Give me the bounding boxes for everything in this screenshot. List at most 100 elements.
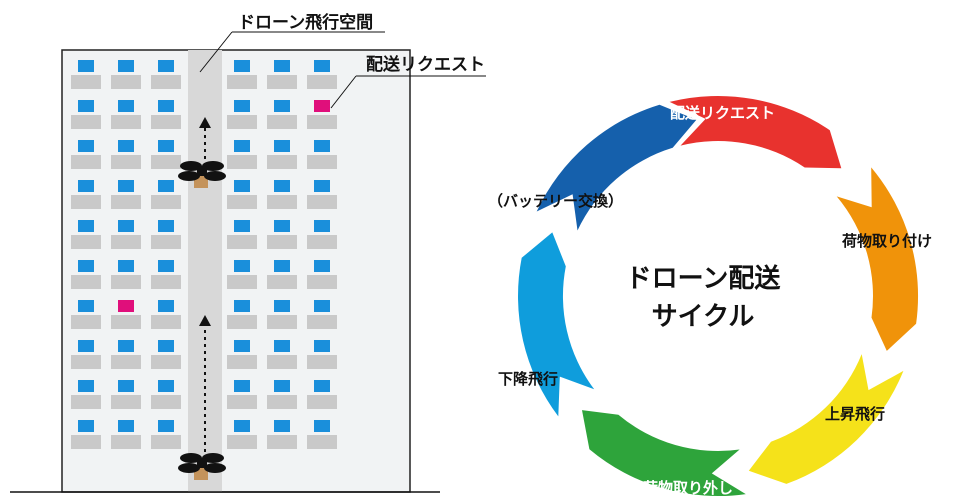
shelf-tray bbox=[111, 315, 141, 329]
shelf-tray bbox=[71, 275, 101, 289]
shelf-tray bbox=[267, 115, 297, 129]
shelf-tray bbox=[71, 155, 101, 169]
shelf-tray bbox=[227, 155, 257, 169]
shelf-tray bbox=[71, 235, 101, 249]
shelf-tray bbox=[267, 75, 297, 89]
shelf-tray bbox=[307, 155, 337, 169]
shelf-tray bbox=[71, 195, 101, 209]
shelf-tray bbox=[71, 75, 101, 89]
parcel-box bbox=[118, 380, 134, 392]
shelf-tray bbox=[227, 75, 257, 89]
parcel-box bbox=[274, 420, 290, 432]
parcel-box bbox=[234, 420, 250, 432]
shelf-tray bbox=[71, 115, 101, 129]
shelf-tray bbox=[267, 435, 297, 449]
parcel-box bbox=[314, 140, 330, 152]
parcel-box bbox=[158, 220, 174, 232]
shelf-tray bbox=[151, 115, 181, 129]
cycle-arrow-segment bbox=[669, 95, 842, 169]
parcel-box bbox=[234, 340, 250, 352]
cycle-title: ドローン配送 サイクル bbox=[598, 260, 808, 336]
shelf-tray bbox=[227, 355, 257, 369]
parcel-box bbox=[118, 100, 134, 112]
parcel-box bbox=[78, 340, 94, 352]
requested-parcel-box bbox=[118, 300, 134, 312]
parcel-box bbox=[158, 100, 174, 112]
shelf-tray bbox=[111, 235, 141, 249]
cycle-ring bbox=[518, 95, 919, 497]
shelf-tray bbox=[71, 435, 101, 449]
shelf-tray bbox=[151, 355, 181, 369]
parcel-box bbox=[314, 340, 330, 352]
drone-rotor bbox=[204, 463, 226, 473]
parcel-box bbox=[118, 340, 134, 352]
parcel-box bbox=[274, 300, 290, 312]
shelf-tray bbox=[111, 115, 141, 129]
shelf-tray bbox=[267, 155, 297, 169]
drone-rotor bbox=[204, 171, 226, 181]
drone-rotor bbox=[202, 453, 224, 463]
shelf-tray bbox=[151, 315, 181, 329]
parcel-box bbox=[234, 220, 250, 232]
parcel-box bbox=[234, 260, 250, 272]
shelf-tray bbox=[111, 75, 141, 89]
parcel-box bbox=[274, 220, 290, 232]
shelf-tray bbox=[111, 195, 141, 209]
shelf-tray bbox=[151, 435, 181, 449]
arrow-head bbox=[199, 315, 211, 326]
shelf-tray bbox=[227, 275, 257, 289]
parcel-box bbox=[234, 100, 250, 112]
shelf-tray bbox=[307, 195, 337, 209]
parcel-box bbox=[78, 180, 94, 192]
cycle-arrow-segment bbox=[836, 167, 919, 351]
shelf-tray bbox=[307, 355, 337, 369]
parcel-box bbox=[234, 60, 250, 72]
parcel-box bbox=[118, 180, 134, 192]
parcel-box bbox=[274, 380, 290, 392]
request-leader bbox=[330, 75, 357, 109]
drone-icon bbox=[178, 453, 226, 480]
parcel-box bbox=[118, 220, 134, 232]
drone-body bbox=[197, 458, 207, 468]
shelf-tray bbox=[267, 355, 297, 369]
arrow-head bbox=[199, 117, 211, 128]
parcel-box bbox=[78, 140, 94, 152]
parcel-box bbox=[78, 60, 94, 72]
shelf-tray bbox=[71, 395, 101, 409]
cycle-step-attach-label: 荷物取り付け bbox=[842, 232, 933, 250]
parcel-box bbox=[78, 220, 94, 232]
shelf-tray bbox=[267, 195, 297, 209]
parcel-box bbox=[314, 260, 330, 272]
cycle-step-request-label: 配送リクエスト bbox=[670, 104, 776, 122]
cycle-arrow-segment bbox=[748, 354, 904, 484]
shelf-tray bbox=[111, 395, 141, 409]
parcel-box bbox=[274, 260, 290, 272]
shelf-tray bbox=[307, 315, 337, 329]
shelf-tray bbox=[267, 235, 297, 249]
parcel-box bbox=[314, 180, 330, 192]
shelf-tray bbox=[151, 235, 181, 249]
drone-rotor bbox=[180, 453, 202, 463]
parcel-box bbox=[274, 100, 290, 112]
parcel-box bbox=[78, 380, 94, 392]
parcel-box bbox=[314, 60, 330, 72]
flight-space-label: ドローン飛行空間 bbox=[238, 13, 374, 33]
cycle-arrow-segment bbox=[536, 104, 697, 231]
shelf-tray bbox=[151, 395, 181, 409]
drone-rotor bbox=[178, 171, 200, 181]
drone-rotor bbox=[178, 463, 200, 473]
drone-body bbox=[197, 166, 207, 176]
parcel-box bbox=[234, 140, 250, 152]
cycle-arrow-segment bbox=[518, 232, 595, 417]
parcel-box bbox=[274, 60, 290, 72]
flight-space-leader bbox=[199, 31, 233, 73]
parcel-box bbox=[158, 60, 174, 72]
parcel-box bbox=[314, 420, 330, 432]
warehouse-rack bbox=[10, 31, 486, 493]
shelf-tray bbox=[111, 155, 141, 169]
cycle-step-detach-label: 荷物取り外し bbox=[643, 479, 734, 497]
drone-icon bbox=[178, 161, 226, 188]
parcel-box bbox=[78, 300, 94, 312]
parcel-box bbox=[234, 380, 250, 392]
shelf-tray bbox=[267, 315, 297, 329]
